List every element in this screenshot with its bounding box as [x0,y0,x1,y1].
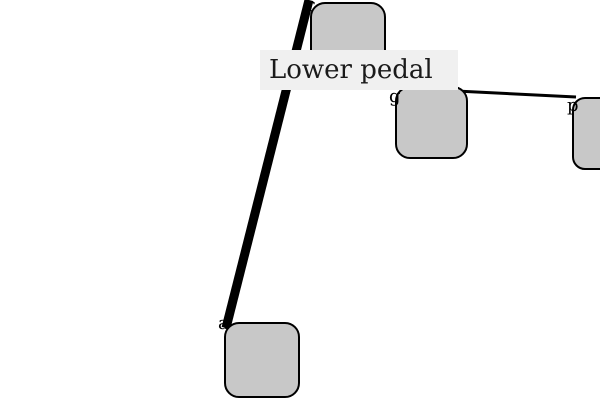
tip-label-right: p [567,95,579,116]
node-bottom[interactable] [224,322,300,398]
node-mid[interactable] [395,86,468,159]
tip-label-mid: g [389,86,401,107]
tip-label-bottom: a [218,313,229,334]
pedal-link-thin [455,89,577,99]
tip-label-top: r [306,0,315,16]
tooltip-label: Lower pedal [260,50,458,90]
node-right[interactable] [572,97,600,170]
